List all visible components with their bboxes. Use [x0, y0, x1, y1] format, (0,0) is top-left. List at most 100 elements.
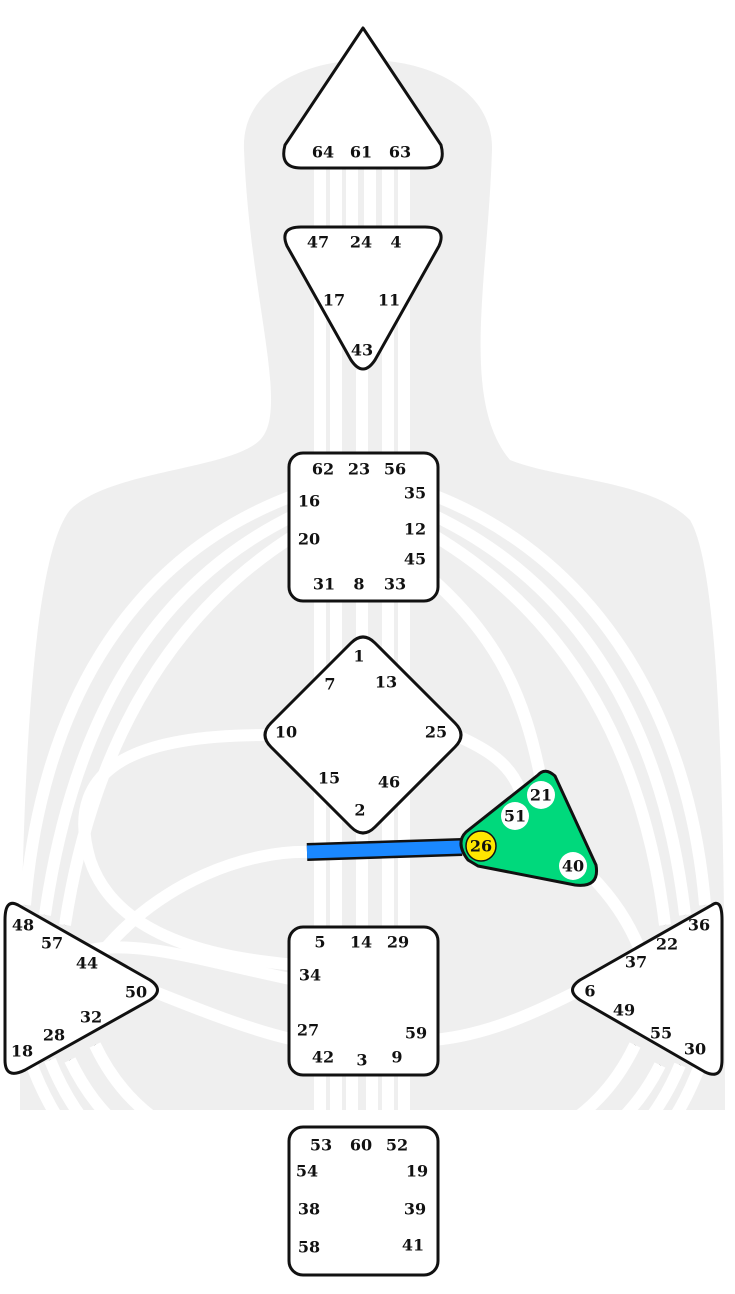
gate-37-label: 37 [625, 953, 647, 972]
channel-fill [585, 870, 646, 953]
gate-3-label: 3 [356, 1051, 367, 1070]
gate-4-label: 4 [390, 233, 401, 252]
channel-fill [59, 529, 299, 926]
gate-22-label: 22 [656, 935, 678, 954]
gate-62-label: 62 [312, 460, 334, 479]
gate-1-label: 1 [353, 647, 364, 666]
gate-50-label: 50 [125, 983, 147, 1002]
gate-52-label: 52 [386, 1136, 408, 1155]
gate-44-label: 44 [76, 954, 98, 973]
gate-9-label: 9 [391, 1048, 402, 1067]
gate-21-label: 21 [530, 786, 552, 805]
gate-7-label: 7 [324, 675, 335, 694]
gate-18-label: 18 [11, 1042, 33, 1061]
gate-46-label: 46 [378, 773, 400, 792]
spleen-center [3, 901, 159, 1075]
gate-40-circle [559, 852, 587, 880]
gate-56-label: 56 [384, 460, 406, 479]
channel-fill [89, 1042, 296, 1166]
gate-64-label: 64 [312, 143, 334, 162]
gate-47-label: 47 [307, 233, 329, 252]
gate-28-label: 28 [43, 1026, 65, 1045]
gate-59-label: 59 [405, 1024, 427, 1043]
gate-42-label: 42 [312, 1048, 334, 1067]
gate-63-label: 63 [389, 143, 411, 162]
channel-fill [452, 729, 526, 793]
ajna-center [283, 225, 443, 371]
gate-39-label: 39 [404, 1200, 426, 1219]
gate-45-label: 45 [404, 550, 426, 569]
gate-57-label: 57 [41, 934, 63, 953]
channel-fill [429, 529, 671, 926]
gate-5-label: 5 [314, 933, 325, 952]
root-center [287, 1125, 440, 1277]
gate-26-circle [465, 830, 497, 862]
gate-54-label: 54 [296, 1162, 318, 1181]
gate-51-circle [501, 802, 529, 830]
gate-41-label: 41 [402, 1236, 424, 1255]
gate-8-label: 8 [353, 575, 364, 594]
channel-fill [428, 575, 546, 777]
channel-fill [64, 1057, 296, 1187]
gate-53-label: 53 [310, 1136, 332, 1155]
gate-26-label: 26 [470, 837, 492, 856]
active-channel-26 [306, 838, 463, 861]
gate-30-label: 30 [684, 1040, 706, 1059]
gate-13-label: 13 [375, 673, 397, 692]
gate-16-label: 16 [298, 492, 320, 511]
gate-14-label: 14 [350, 933, 372, 952]
gate-48-label: 48 [12, 916, 34, 935]
gate-12-label: 12 [404, 520, 426, 539]
gate-17-label: 17 [323, 291, 345, 310]
gate-33-label: 33 [384, 575, 406, 594]
channel-fill [432, 1062, 666, 1187]
gate-11-label: 11 [378, 291, 400, 310]
solar-plexus-center [571, 901, 724, 1076]
gate-43-label: 43 [351, 341, 373, 360]
channel-fill [78, 729, 296, 971]
channel-fill [39, 509, 298, 916]
channel-fill [430, 489, 711, 906]
gate-29-label: 29 [387, 933, 409, 952]
gate-21-circle [527, 781, 555, 809]
head-center [282, 26, 444, 170]
channel-fill [95, 845, 311, 959]
gate-32-label: 32 [80, 1008, 102, 1027]
gate-20-label: 20 [298, 530, 320, 549]
gate-10-label: 10 [275, 723, 297, 742]
gate-58-label: 58 [298, 1238, 320, 1257]
gate-55-label: 55 [650, 1024, 672, 1043]
gate-49-label: 49 [613, 1001, 635, 1020]
sacral-center [287, 925, 440, 1077]
channel-fill [432, 1042, 641, 1166]
channel-fill [19, 489, 298, 906]
gate-6-label: 6 [584, 982, 595, 1001]
channel-fill [147, 984, 297, 1046]
gate-15-label: 15 [318, 769, 340, 788]
channel-fill [432, 984, 583, 1046]
gate-34-label: 34 [299, 966, 321, 985]
channel-fill [24, 1057, 296, 1251]
throat-center [287, 451, 440, 603]
channel-fill [432, 1062, 706, 1251]
gate-38-label: 38 [298, 1200, 320, 1219]
gate-36-label: 36 [688, 916, 710, 935]
gate-40-label: 40 [562, 857, 584, 876]
gate-35-label: 35 [404, 484, 426, 503]
channel-fill [432, 1062, 686, 1217]
gate-2-label: 2 [354, 801, 365, 820]
gate-60-label: 60 [350, 1136, 372, 1155]
gate-19-label: 19 [406, 1162, 428, 1181]
gate-27-label: 27 [297, 1021, 319, 1040]
gate-24-label: 24 [350, 233, 372, 252]
channel-fill [430, 509, 691, 916]
gate-25-label: 25 [425, 723, 447, 742]
gate-61-label: 61 [350, 143, 372, 162]
gate-23-label: 23 [348, 460, 370, 479]
channel-fill [44, 1057, 296, 1217]
g-center [263, 635, 463, 835]
gate-31-label: 31 [313, 575, 335, 594]
gate-51-label: 51 [504, 807, 526, 826]
